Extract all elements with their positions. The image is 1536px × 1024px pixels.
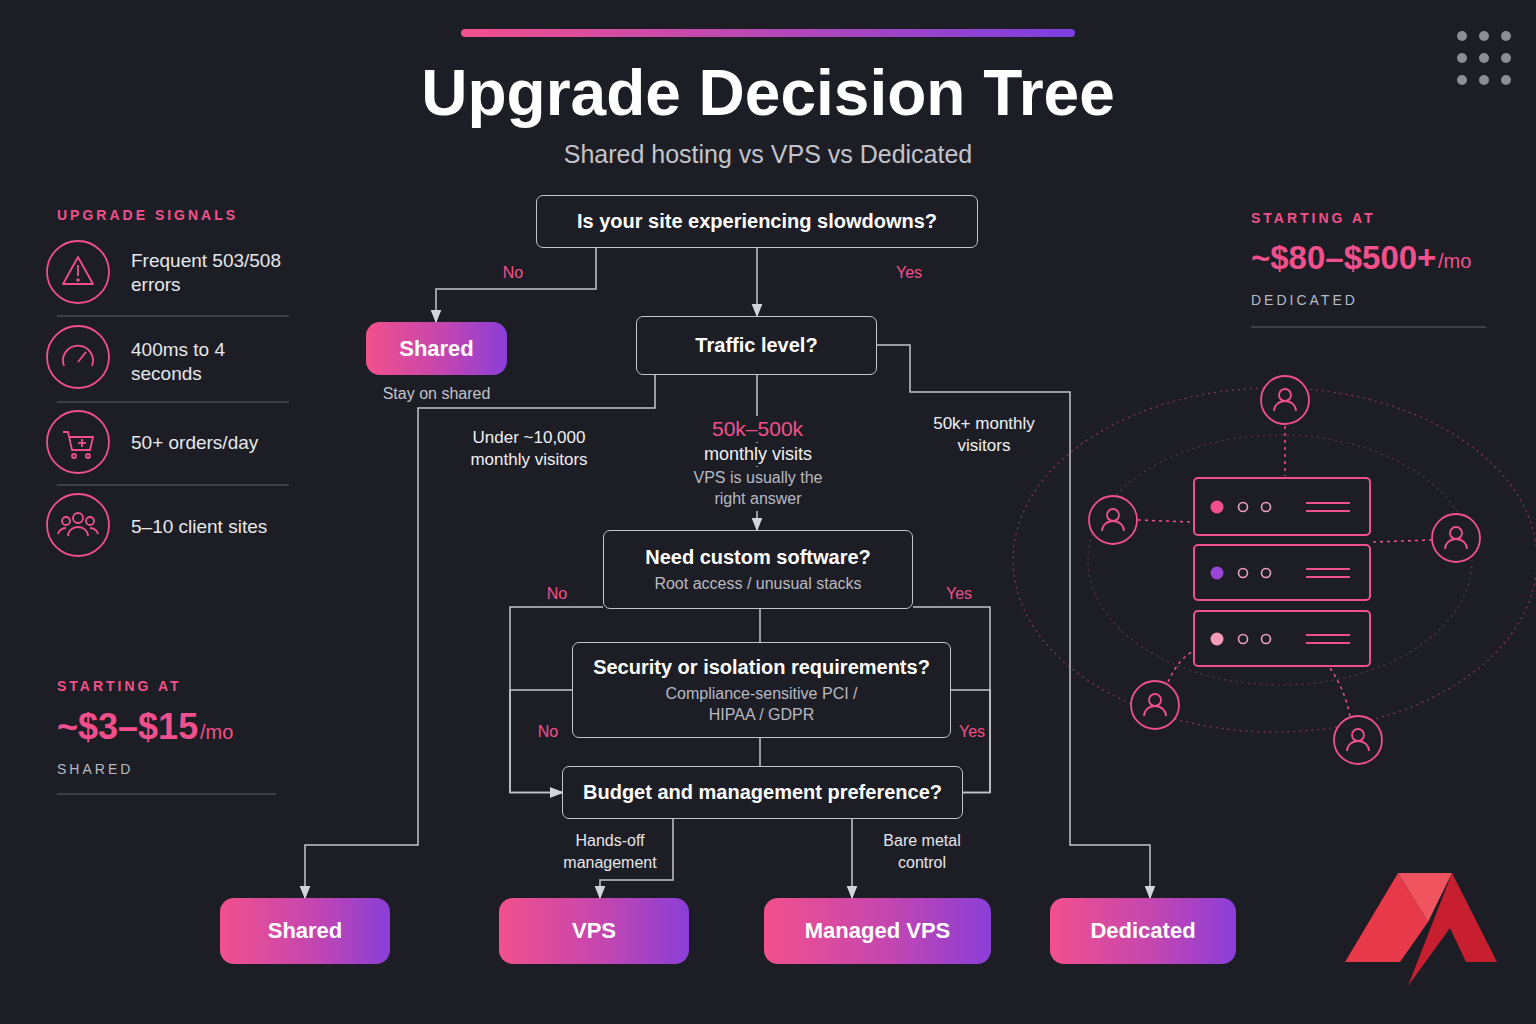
annotation-text: /mo	[1438, 250, 1471, 273]
annotation-text: ~$80–$500+	[1251, 239, 1436, 277]
node-heading: Shared	[268, 918, 343, 944]
brand-logo	[1345, 873, 1497, 986]
outcome-pill: Dedicated	[1050, 898, 1236, 964]
accent-bar	[461, 29, 1075, 37]
node-heading: Need custom software?	[645, 545, 871, 570]
edge-label: Yes	[943, 585, 975, 603]
outcome-pill: SharedStay on shared	[366, 322, 507, 375]
annotation-text: VPS is usually the right answer	[685, 467, 831, 511]
decision-box: Traffic level?	[636, 316, 877, 375]
flow-connector	[436, 248, 596, 322]
annotation-text: 50+ orders/day	[131, 432, 258, 454]
annotation-text: Under ~10,000 monthly visitors	[451, 426, 607, 472]
annotation-text: 50k+ monthly visitors	[917, 412, 1051, 458]
signal-icons	[47, 241, 109, 556]
flow-connector	[759, 738, 761, 766]
flow-connector	[851, 819, 853, 898]
annotation-text: monthly visits	[701, 443, 815, 466]
decision-box: Budget and management preference?	[562, 766, 963, 819]
node-heading: VPS	[572, 918, 616, 944]
node-heading: Budget and management preference?	[583, 780, 942, 805]
annotation-text: SHARED	[57, 761, 133, 777]
diagram-title: Upgrade Decision Tree	[0, 56, 1536, 130]
outcome-pill: Shared	[220, 898, 390, 964]
edge-label: No	[535, 723, 561, 741]
flow-connector	[759, 609, 761, 642]
edge-label: Bare metal control	[863, 830, 981, 873]
server-illustration	[1013, 376, 1536, 764]
node-heading: Is your site experiencing slowdowns?	[577, 209, 937, 234]
edge-label: Hands-off management	[551, 830, 669, 873]
edge-label: No	[500, 264, 526, 282]
node-heading: Shared	[399, 336, 474, 362]
annotation-text: UPGRADE SIGNALS	[57, 207, 238, 223]
node-note: Compliance-sensitive PCI / HIPAA / GDPR	[662, 684, 862, 726]
outcome-pill: Managed VPS	[764, 898, 991, 964]
annotation-text: STARTING AT	[57, 678, 182, 694]
decision-box: Need custom software? Root access / unusu…	[603, 530, 913, 609]
node-note: Root access / unusual stacks	[654, 574, 861, 595]
decision-box: Is your site experiencing slowdowns?	[536, 195, 978, 248]
node-heading: Traffic level?	[695, 333, 817, 358]
edge-label: Yes	[956, 723, 988, 741]
diagram-subtitle: Shared hosting vs VPS vs Dedicated	[0, 140, 1536, 169]
annotation-text: Frequent 503/508 errors	[131, 249, 281, 297]
node-note: Stay on shared	[383, 385, 491, 403]
annotation-text: STARTING AT	[1251, 210, 1376, 226]
separators	[57, 316, 1486, 794]
decision-box: Security or isolation requirements? Compl…	[572, 642, 951, 738]
annotation-text: /mo	[200, 721, 233, 744]
node-heading: Dedicated	[1090, 918, 1195, 944]
flow-connector	[756, 248, 758, 316]
edge-label: Yes	[893, 264, 925, 282]
annotation-text: 50k–500k	[709, 416, 806, 442]
flow-connector	[305, 375, 655, 898]
edge-label: No	[544, 585, 570, 603]
annotation-text: 5–10 client sites	[131, 516, 267, 538]
node-heading: Security or isolation requirements?	[593, 655, 930, 680]
outcome-pill: VPS	[499, 898, 689, 964]
annotation-text: 400ms to 4 seconds	[131, 338, 243, 386]
annotation-text: DEDICATED	[1251, 292, 1358, 308]
annotation-text: ~$3–$15	[57, 706, 198, 748]
dot-grid	[1457, 31, 1511, 85]
node-heading: Managed VPS	[805, 918, 950, 944]
